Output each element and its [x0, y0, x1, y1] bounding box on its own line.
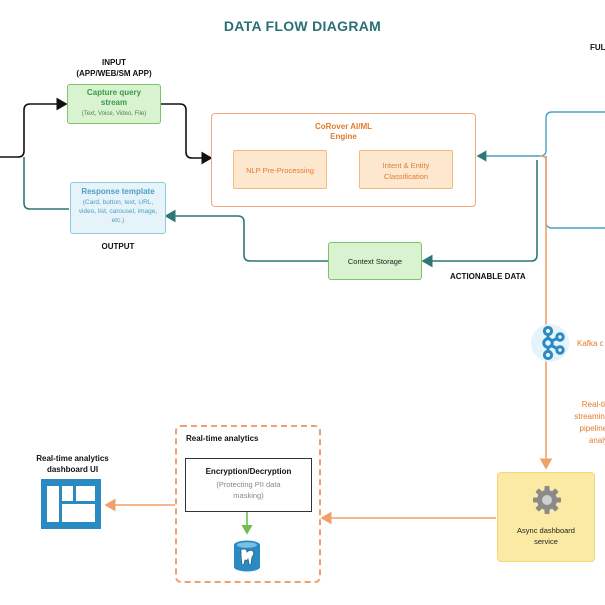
- edge-capture-to-engine: [161, 103, 213, 165]
- analytics-title: Real-time analytics: [186, 434, 259, 443]
- capture-title: Capture query stream: [86, 88, 142, 107]
- encryption-node: Encryption/Decryption (Protecting PII da…: [185, 458, 312, 512]
- postgres-icon: [232, 539, 262, 573]
- edge-input-to-capture: [0, 97, 68, 158]
- encryption-title: Encryption/Decryption: [205, 467, 292, 476]
- kafka-label: Kafka c: [577, 339, 604, 348]
- engine-node: CoRover AI/ML Engine NLP Pre-Processing …: [211, 113, 476, 207]
- edge-actionable-to-context: [421, 160, 538, 268]
- edge-right-blue-top: [476, 111, 605, 162]
- response-title: Response template: [81, 187, 155, 196]
- realtime-analytics-container: Real-time analytics Encryption/Decryptio…: [175, 425, 321, 583]
- response-template-node: Response template (Card, button, text, U…: [70, 182, 166, 234]
- edge-right-blue-bottom: [545, 156, 605, 229]
- response-subtitle: (Card, button, text, URL, video, list, c…: [78, 199, 158, 224]
- output-label: OUTPUT: [101, 242, 135, 251]
- async-dashboard-node: Async dashboard service: [497, 472, 595, 562]
- top-right-cut-label: FUL: [590, 43, 605, 52]
- async-label: Async dashboard service: [517, 526, 575, 546]
- kafka-icon: [530, 322, 570, 364]
- edge-orange-feed: [539, 155, 547, 161]
- actionable-data-label: ACTIONABLE DATA: [450, 272, 526, 281]
- capture-query-node: Capture query stream (Text, Voice, Video…: [67, 84, 161, 124]
- context-storage-node: Context Storage: [328, 242, 422, 280]
- capture-subtitle: (Text, Voice, Video, File): [81, 111, 147, 117]
- gear-icon: [532, 485, 562, 515]
- engine-title: CoRover AI/ML Engine: [314, 122, 373, 141]
- edge-left-to-response: [23, 157, 69, 210]
- dashboard-label: Real-time analytics dashboard UI: [36, 454, 109, 474]
- nlp-node: NLP Pre-Processing: [233, 150, 327, 189]
- dashboard-icon: [41, 479, 101, 529]
- edge-context-to-response: [164, 209, 328, 262]
- encryption-subtitle: (Protecting PII data masking): [216, 480, 281, 500]
- input-label: INPUT (APP/WEB/SM APP): [76, 58, 152, 78]
- diagram-title: DATA FLOW DIAGRAM: [223, 18, 382, 34]
- realtime-pipeline-label: Real-time streaming d pipeline fo analyt…: [574, 400, 605, 445]
- intent-node: Intent & Entity Classification: [359, 150, 453, 189]
